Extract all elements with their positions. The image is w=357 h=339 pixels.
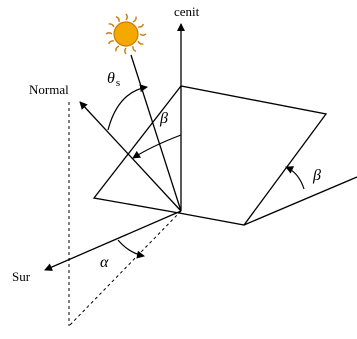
sun-ray <box>130 54 182 212</box>
beta-right-label: β <box>312 167 321 184</box>
normal-label: Normal <box>29 82 69 97</box>
sun-ray-icon <box>108 23 115 28</box>
beta-right-angle-arc <box>285 166 305 190</box>
theta-subscript: s <box>116 77 120 89</box>
alpha-label: α <box>100 254 109 271</box>
theta-angle-arc <box>107 84 148 131</box>
beta-upper-label: β <box>159 110 168 127</box>
sun-ray-icon <box>115 45 120 52</box>
normal-axis <box>79 101 182 212</box>
zenith-label: cenit <box>174 4 200 19</box>
theta-symbol: θ <box>107 70 115 87</box>
south-label: Sur <box>12 269 31 284</box>
theta-s-label: θs <box>107 70 120 89</box>
sun-ray-icon <box>132 16 137 23</box>
sun-ray-icon <box>132 46 137 52</box>
sun-ray-icon <box>105 32 113 35</box>
south-axis <box>44 210 182 271</box>
sun-ray-icon <box>115 16 120 22</box>
tilted-surface <box>92 85 328 226</box>
azimuth-projection-line <box>68 210 182 327</box>
sun-ray-icon <box>124 47 127 55</box>
sun-ray-icon <box>139 33 147 36</box>
sun-ray-icon <box>138 23 144 28</box>
horizontal-reference-line <box>243 176 357 226</box>
sun-icon <box>105 13 147 55</box>
beta-upper-angle-arc <box>132 134 182 159</box>
alpha-angle-arc <box>117 239 145 259</box>
sun-ray-icon <box>125 13 128 21</box>
sun-ray-icon <box>108 40 114 45</box>
sun-ray-icon <box>137 40 144 45</box>
